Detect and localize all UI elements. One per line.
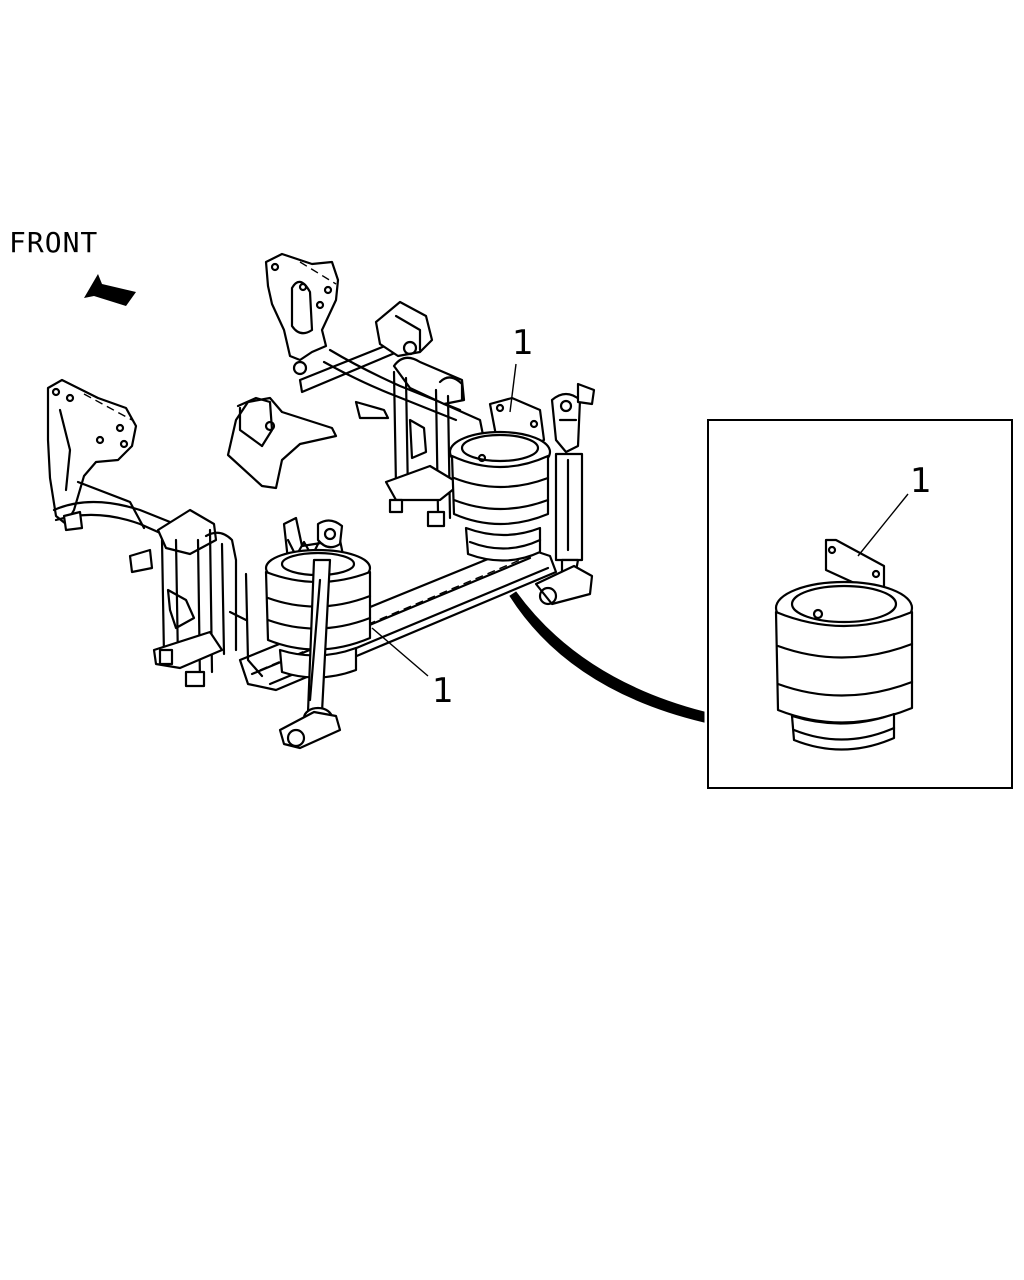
svg-text:1: 1: [512, 323, 534, 363]
detail-air-spring: [774, 538, 914, 751]
svg-text:1: 1: [910, 461, 932, 501]
detail-inset: 1: [707, 419, 1013, 789]
front-shock-absorber: [278, 519, 344, 750]
callout-rear-air-spring: 1: [509, 323, 534, 413]
callout-front-air-spring: 1: [371, 627, 454, 711]
front-direction-arrow-icon: [84, 274, 136, 306]
front-u-bolt-assembly: [152, 508, 264, 688]
rear-air-spring: [448, 396, 552, 562]
callout-detail-air-spring: 1: [857, 461, 932, 557]
svg-text:1: 1: [432, 671, 454, 711]
rear-frame-hanger: [226, 252, 462, 490]
front-frame-hanger: [46, 378, 182, 574]
detail-leader-curve: [509, 591, 705, 723]
rear-shock-absorber: [534, 382, 596, 606]
front-label: FRONT: [9, 226, 98, 259]
